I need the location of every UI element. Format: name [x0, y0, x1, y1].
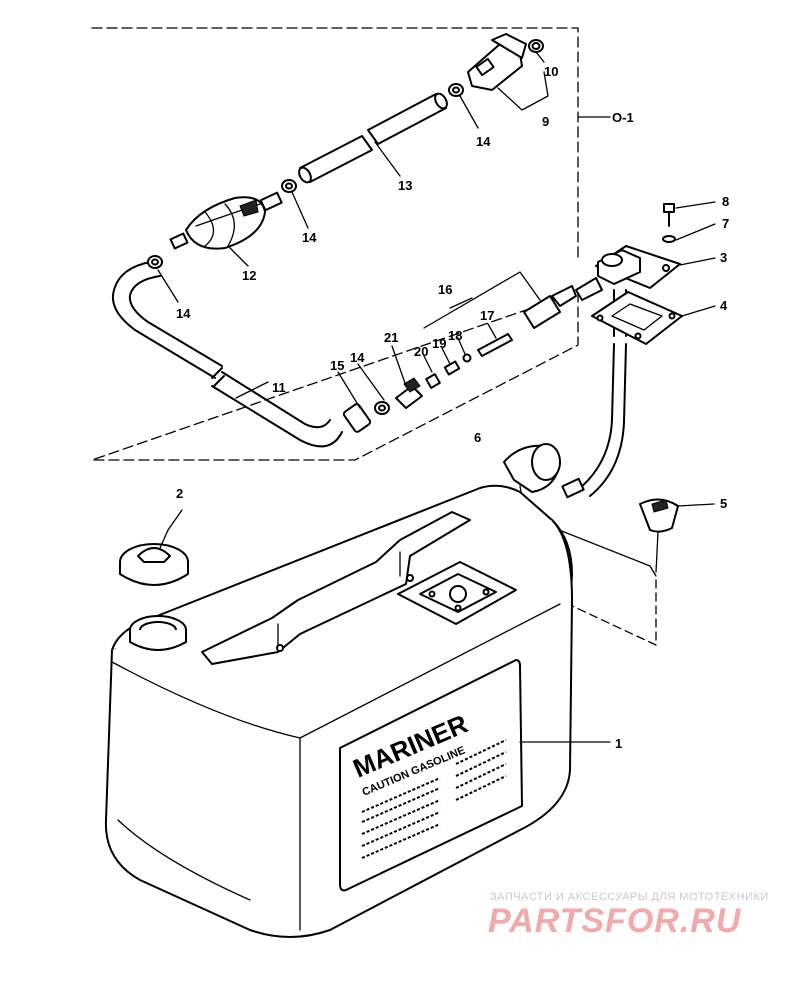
callout-18: 18 — [448, 328, 462, 343]
callout-21: 21 — [384, 330, 398, 345]
leader-9 — [497, 71, 549, 111]
callout-3: 3 — [720, 250, 727, 265]
callout-13: 13 — [398, 178, 412, 193]
gauge-bracket — [639, 498, 679, 573]
callout-14-bottom: 14 — [350, 350, 365, 365]
callout-1: 1 — [615, 736, 622, 751]
callout-9: 9 — [542, 114, 549, 129]
callout-2: 2 — [176, 486, 183, 501]
callout-14-left: 14 — [176, 306, 191, 321]
pickup-tube — [579, 343, 615, 489]
leader-lines — [157, 51, 716, 743]
filler-cap — [119, 529, 189, 586]
hose-clamp — [281, 179, 297, 193]
callouts: O-1 1 2 3 4 5 6 7 8 9 10 11 12 13 14 14 … — [176, 64, 729, 751]
callout-5: 5 — [720, 496, 727, 511]
fitting-parts — [342, 285, 577, 433]
callout-17: 17 — [480, 308, 494, 323]
callout-15: 15 — [330, 358, 344, 373]
o-ring — [528, 39, 544, 53]
decal-fine-print — [361, 739, 507, 859]
fuel-pickup — [575, 245, 681, 337]
watermark-tagline: ЗАПЧАСТИ И АКСЕССУАРЫ ДЛЯ МОТОТЕХНИКИ — [490, 891, 769, 903]
screw — [663, 203, 675, 227]
callout-7: 7 — [722, 216, 729, 231]
gasket — [591, 291, 683, 345]
watermark-site: PARTSFOR.RU — [488, 902, 742, 940]
callout-6: 6 — [474, 430, 481, 445]
fuel-hose — [112, 261, 343, 448]
fuel-line-assembly-box — [91, 27, 611, 461]
primer-bulb — [169, 191, 283, 250]
callout-14-top: 14 — [476, 134, 491, 149]
callout-8: 8 — [722, 194, 729, 209]
washer — [662, 235, 676, 243]
fuel-hose-section — [298, 92, 448, 184]
callout-4: 4 — [720, 298, 728, 313]
pickup-tube — [589, 343, 627, 497]
callout-14-mid: 14 — [302, 230, 317, 245]
callout-10: 10 — [544, 64, 558, 79]
callout-20: 20 — [414, 344, 428, 359]
watermark: ЗАПЧАСТИ И АКСЕССУАРЫ ДЛЯ МОТОТЕХНИКИ PA… — [488, 891, 769, 940]
hose-clamp — [448, 83, 464, 97]
callout-16: 16 — [438, 282, 452, 297]
callout-12: 12 — [242, 268, 256, 283]
fuel-tank: MARINER CAUTION GASOLINE — [104, 484, 573, 938]
assembly-label: O-1 — [612, 110, 634, 125]
callout-19: 19 — [432, 336, 446, 351]
callout-11: 11 — [272, 380, 286, 395]
fuel-connector — [467, 33, 527, 91]
hose-clamp — [147, 255, 163, 269]
